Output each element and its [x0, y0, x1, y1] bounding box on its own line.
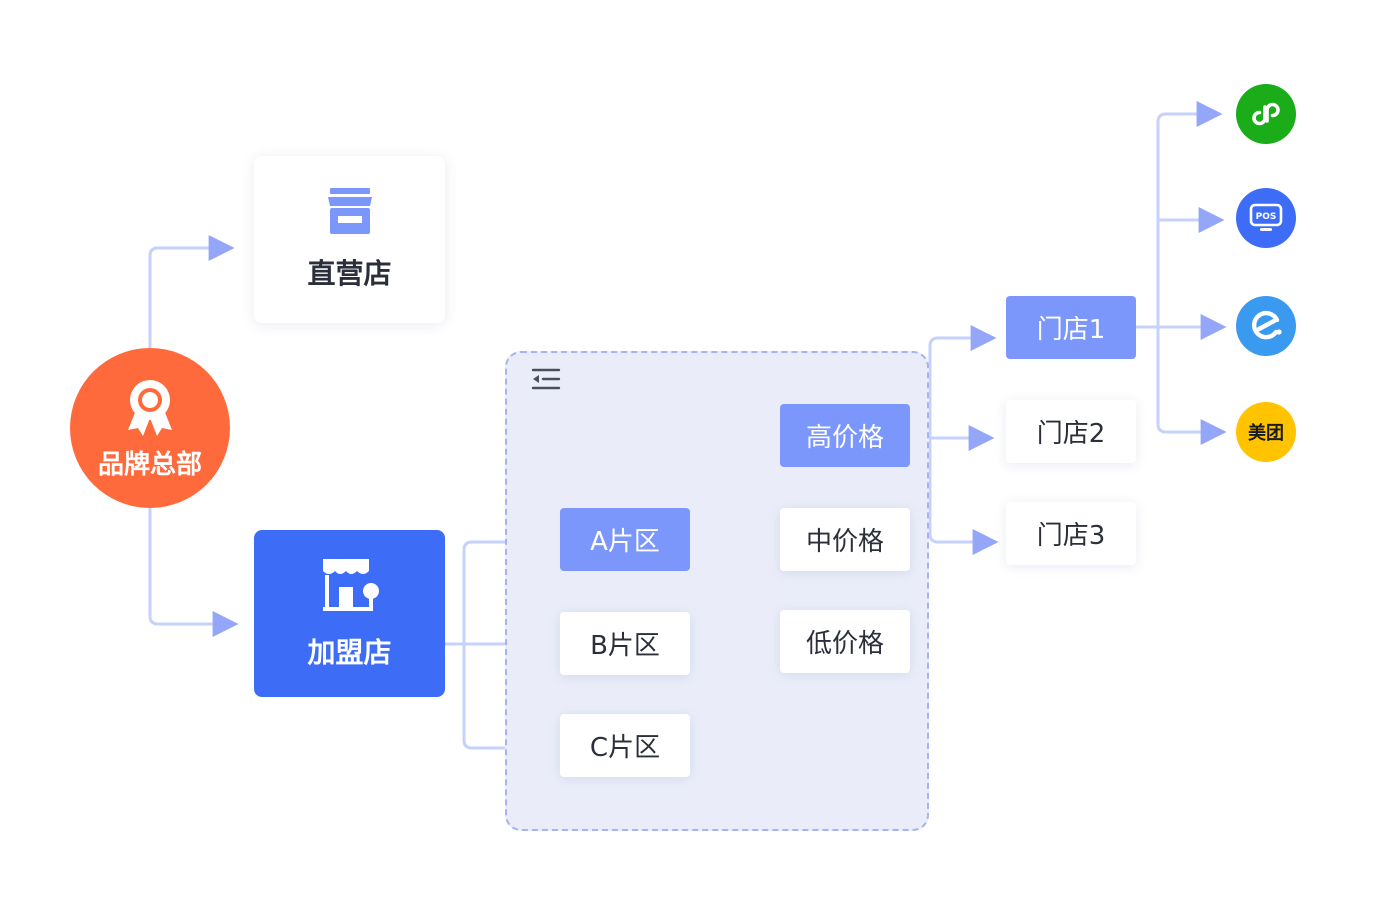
store-3-node[interactable]: 门店3 — [1006, 502, 1136, 565]
connector-store-channel-4 — [1156, 327, 1227, 445]
brand-headquarters-node[interactable]: 品牌总部 — [70, 348, 230, 508]
region-b-node[interactable]: B片区 — [560, 612, 690, 675]
region-a-label: A片区 — [590, 527, 660, 557]
store-2-node[interactable]: 门店2 — [1006, 400, 1136, 463]
brand-label: 品牌总部 — [97, 449, 202, 480]
store-2-label: 门店2 — [1036, 419, 1106, 449]
region-c-node[interactable]: C片区 — [560, 714, 690, 777]
store-icon — [327, 187, 372, 234]
region-a-node[interactable]: A片区 — [560, 508, 690, 571]
connector-high-store1 — [910, 325, 997, 440]
store-1-label: 门店1 — [1036, 315, 1106, 345]
connector-brand-franchise — [148, 508, 239, 637]
price-mid-node[interactable]: 中价格 — [780, 508, 910, 571]
eleme-channel[interactable] — [1236, 296, 1296, 356]
connector-brand-direct — [148, 235, 235, 348]
connector-franchise-region-a — [445, 529, 549, 646]
mini-program-channel[interactable] — [1236, 84, 1296, 144]
region-b-label: B片区 — [590, 631, 660, 661]
pos-label: POS — [1256, 212, 1277, 222]
meituan-icon: 美团 — [1248, 423, 1284, 444]
region-c-label: C片区 — [589, 733, 661, 763]
connector-high-store3 — [928, 438, 999, 555]
price-mid-label: 中价格 — [805, 527, 884, 557]
eleme-icon — [1251, 310, 1282, 340]
connector-franchise-region-c — [462, 644, 553, 761]
connector-store-channel-1 — [1136, 101, 1223, 329]
direct-store-label: 直营店 — [307, 256, 392, 290]
price-low-label: 低价格 — [805, 629, 884, 659]
award-ribbon-icon — [128, 379, 172, 436]
store-1-node[interactable]: 门店1 — [1006, 296, 1136, 359]
direct-store-card[interactable]: 直营店 — [254, 156, 445, 323]
pos-icon: POS — [1249, 203, 1283, 231]
store-3-label: 门店3 — [1036, 521, 1106, 551]
meituan-channel[interactable]: 美团 — [1236, 402, 1296, 462]
mini-program-icon — [1252, 102, 1280, 126]
collapse-menu-icon[interactable] — [531, 367, 561, 391]
price-high-node[interactable]: 高价格 — [780, 404, 910, 467]
price-low-node[interactable]: 低价格 — [780, 610, 910, 673]
price-high-label: 高价格 — [805, 423, 884, 453]
franchise-store-card[interactable]: 加盟店 — [254, 530, 445, 697]
pos-channel[interactable]: POS — [1236, 188, 1296, 248]
franchise-store-label: 加盟店 — [307, 635, 392, 669]
franchise-store-icon — [322, 558, 379, 611]
